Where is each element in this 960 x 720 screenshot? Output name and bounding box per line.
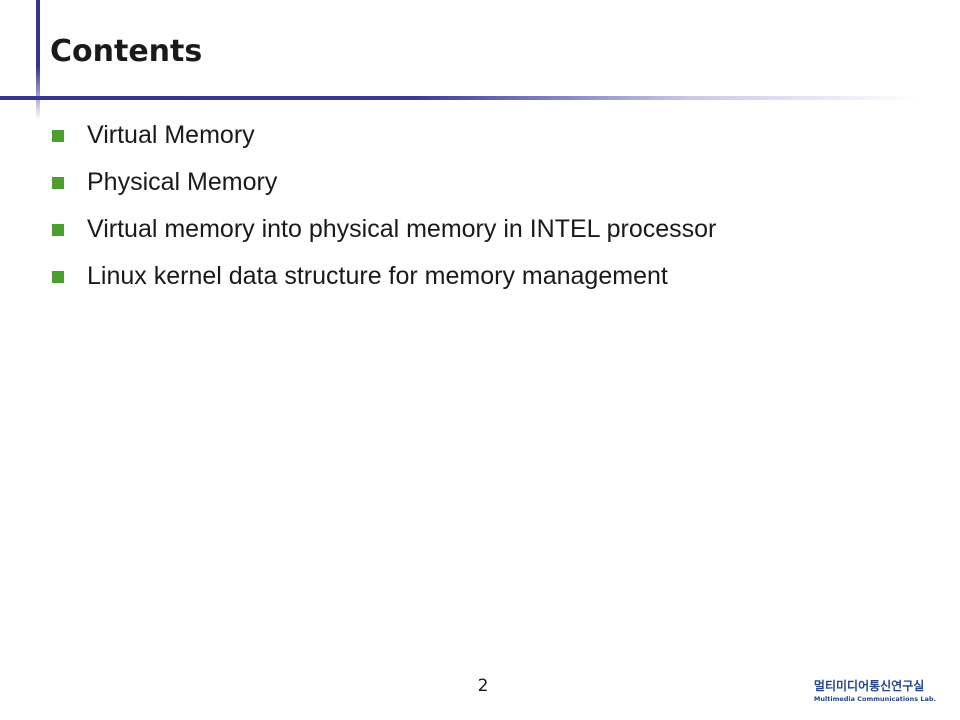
bullet-item: Virtual Memory [52, 112, 716, 159]
bullet-text: Physical Memory [87, 168, 278, 196]
bullet-text: Linux kernel data structure for memory m… [87, 262, 668, 290]
square-bullet-icon [52, 223, 64, 236]
bullet-text: Virtual memory into physical memory in I… [87, 215, 717, 243]
bullet-item: Linux kernel data structure for memory m… [52, 253, 716, 300]
bullet-text: Virtual Memory [87, 121, 255, 149]
lab-logo-english: Multimedia Communications Lab. [813, 695, 936, 703]
frame-horizontal-line [0, 96, 920, 100]
square-bullet-icon [52, 129, 64, 142]
bullet-item: Virtual memory into physical memory in I… [52, 206, 716, 253]
page-number: 2 [477, 676, 489, 696]
bullet-item: Physical Memory [52, 159, 716, 206]
lab-logo-korean: 멀티미디어통신연구실 [813, 679, 925, 693]
slide-title: Contents [50, 34, 203, 69]
square-bullet-icon [52, 176, 64, 189]
lab-logo: 멀티미디어통신연구실 Multimedia Communications Lab… [814, 678, 936, 704]
frame-vertical-line [36, 0, 40, 120]
square-bullet-icon [52, 270, 64, 283]
bullet-list: Virtual Memory Physical Memory Virtual m… [52, 112, 716, 300]
